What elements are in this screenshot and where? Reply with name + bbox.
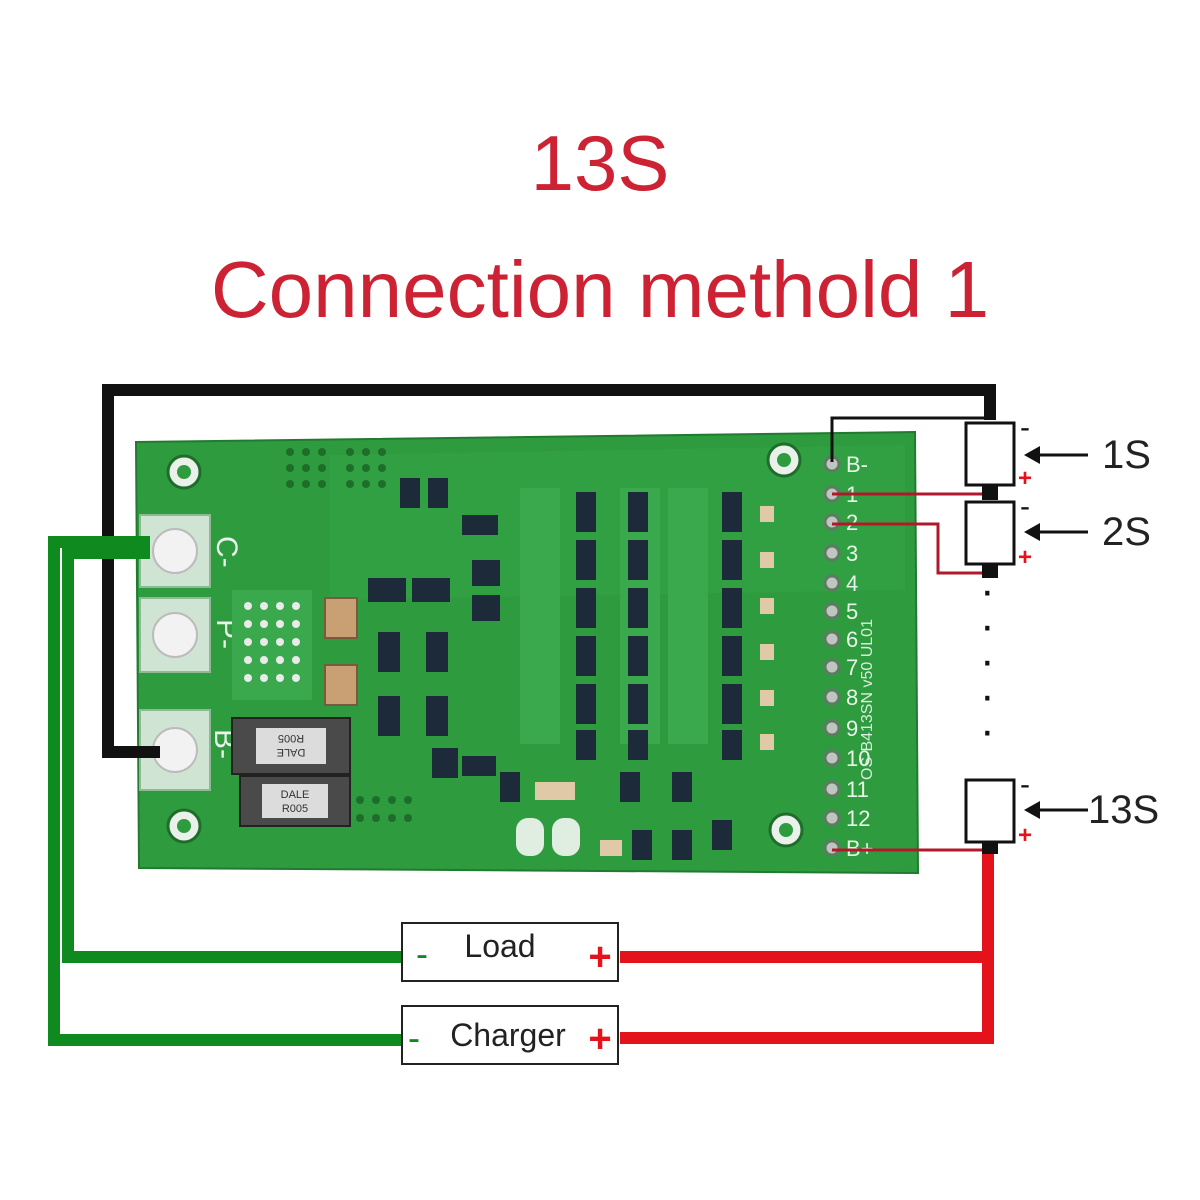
cell-1s: - + 1S <box>964 411 1151 500</box>
pin-label-11: 11 <box>846 777 869 802</box>
capacitor-2 <box>324 664 358 706</box>
shunt-resistor-2: DALE R005 <box>239 775 351 827</box>
cell-2s-neg: - <box>1020 490 1030 523</box>
load-box: - Load + <box>401 922 619 982</box>
terminal-label-c: C- <box>210 536 243 568</box>
led-1 <box>516 818 544 856</box>
via-grid <box>286 448 412 822</box>
wire-c-minus <box>48 536 404 1046</box>
pin-label-b-minus: B- <box>846 452 868 477</box>
cell-ellipsis: · · · · · <box>980 566 995 755</box>
cell-1s-neg: - <box>1020 411 1030 444</box>
svg-text:·: · <box>980 601 995 650</box>
charger-pos: + <box>588 1017 611 1061</box>
pin-label-8: 8 <box>846 685 858 710</box>
cell-1s-label: 1S <box>1102 433 1151 477</box>
pin-label-6: 6 <box>846 627 858 652</box>
bms-board: C- P- B- <box>134 430 920 875</box>
cell-13s-pos: + <box>1018 822 1032 849</box>
shunt-resistor-1: DALE R005 <box>231 717 351 775</box>
cell-2s-label: 2S <box>1102 510 1151 554</box>
cell-13s-label: 13S <box>1088 788 1159 832</box>
pad-array <box>232 590 312 700</box>
load-pos: + <box>588 935 611 979</box>
pin-label-3: 3 <box>846 541 858 566</box>
pin-label-5: 5 <box>846 599 858 624</box>
resistor1-mark-b: R005 <box>278 732 304 744</box>
pin-label-9: 9 <box>846 716 858 741</box>
wire-sense-2 <box>832 522 988 575</box>
cell-1s-pos: + <box>1018 465 1032 492</box>
svg-text:·: · <box>980 706 995 755</box>
balance-array <box>516 488 774 856</box>
svg-text:·: · <box>980 566 995 615</box>
led-2 <box>552 818 580 856</box>
wire-p-minus <box>62 547 404 963</box>
cell-2s: - + 2S <box>964 490 1151 578</box>
capacitor-1 <box>324 597 358 639</box>
smd-components <box>368 478 732 860</box>
pin-label-4: 4 <box>846 571 858 596</box>
board-silkscreen: OS-B413SN v50 UL01 <box>859 619 876 780</box>
cell-13s: - + 13S <box>964 768 1159 854</box>
pin-label-7: 7 <box>846 655 858 680</box>
charger-label: Charger <box>450 1017 566 1053</box>
svg-text:·: · <box>980 636 995 685</box>
cell-2s-pos: + <box>1018 544 1032 571</box>
resistor1-mark-a: DALE <box>277 746 306 758</box>
wire-b-minus-main <box>102 384 996 758</box>
title: 13S <box>530 119 670 207</box>
load-label: Load <box>464 928 535 964</box>
resistor2-mark-a: DALE <box>281 789 310 801</box>
cell-13s-neg: - <box>1020 768 1030 801</box>
load-neg: - <box>416 933 428 974</box>
charger-box: - Charger + <box>401 1005 619 1065</box>
wire-b-plus-main <box>620 850 994 1044</box>
resistor2-mark-b: R005 <box>282 803 308 815</box>
pin-header: B- 1 2 3 4 5 6 7 8 9 10 11 12 B+ <box>823 452 874 861</box>
svg-text:·: · <box>980 671 995 720</box>
pin-label-12: 12 <box>846 806 870 831</box>
pin-label-10: 10 <box>846 746 870 771</box>
charger-neg: - <box>408 1017 420 1058</box>
subtitle: Connection methold 1 <box>210 245 990 334</box>
wire-b-minus-sense <box>830 416 990 462</box>
